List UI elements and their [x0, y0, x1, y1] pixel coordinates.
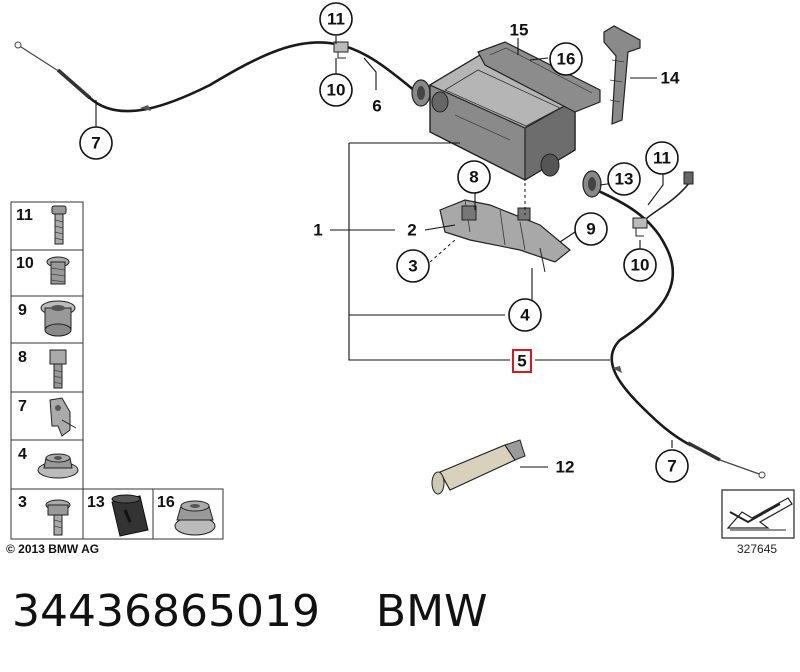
cable-holder-right — [632, 217, 648, 237]
svg-text:10: 10 — [327, 81, 346, 100]
grid-cell-11 — [10, 201, 84, 251]
svg-text:7: 7 — [91, 134, 100, 153]
diagram-nav-arrow-icon[interactable] — [721, 489, 795, 539]
diagram-number: 327645 — [737, 542, 778, 556]
part-11-bolt-icon — [51, 205, 67, 245]
part-number-caption: 34436865019 BMW — [12, 586, 488, 637]
callout-12: 12 — [556, 458, 575, 477]
part-7-clip-icon — [49, 397, 77, 437]
svg-text:3: 3 — [18, 494, 27, 511]
parts-grid: 11 10 9 8 7 4 3 13 16 — [10, 201, 224, 540]
cable-grommet-left — [411, 79, 431, 107]
cable-holder-top — [333, 41, 349, 59]
callout-16-top: 16 — [549, 42, 583, 76]
svg-text:13: 13 — [87, 494, 105, 511]
svg-text:13: 13 — [615, 170, 634, 189]
cable-left — [14, 41, 422, 113]
svg-text:11: 11 — [327, 10, 345, 29]
callout-7-left: 7 — [79, 126, 113, 160]
copyright-text: © 2013 BMW AG — [6, 542, 100, 556]
svg-text:7: 7 — [667, 457, 676, 476]
callout-11-right: 11 — [645, 141, 679, 175]
svg-text:8: 8 — [469, 168, 478, 187]
grease-tube-part-12 — [431, 439, 526, 495]
svg-text:16: 16 — [157, 494, 175, 511]
part-10-insert-icon — [46, 256, 70, 285]
svg-text:4: 4 — [18, 446, 27, 463]
svg-text:10: 10 — [16, 255, 34, 272]
callout-6: 6 — [372, 97, 381, 116]
callout-3-diagram: 3 — [396, 249, 430, 283]
svg-text:7: 7 — [18, 398, 27, 415]
parts-diagram: 11 10 6 15 16 14 7 8 11 13 1 2 9 3 10 4 … — [10, 2, 795, 540]
callout-10-top: 10 — [319, 73, 353, 107]
part-4-nut-icon — [37, 453, 79, 479]
callout-7-right: 7 — [655, 449, 689, 483]
svg-text:11: 11 — [653, 149, 671, 168]
part-16-flange-nut-icon — [174, 500, 216, 536]
callout-9-diagram: 9 — [574, 212, 608, 246]
mounting-bracket-part-2 — [439, 199, 571, 273]
svg-text:11: 11 — [16, 207, 33, 224]
svg-text:8: 8 — [18, 349, 27, 366]
grid-cell-10 — [10, 249, 84, 297]
svg-text:4: 4 — [520, 306, 530, 325]
callout-8: 8 — [457, 160, 491, 194]
callout-1: 1 — [313, 221, 322, 240]
bracket-part-14 — [603, 25, 641, 125]
callout-13: 13 — [607, 162, 641, 196]
part-3-screw-icon — [45, 499, 71, 536]
svg-text:16: 16 — [557, 50, 576, 69]
cable-right — [583, 171, 766, 479]
callout-14: 14 — [661, 69, 680, 88]
callout-2: 2 — [407, 221, 416, 240]
callout-15: 15 — [510, 21, 529, 40]
callout-4-diagram: 4 — [508, 298, 542, 332]
callout-10-right: 10 — [623, 248, 657, 282]
svg-text:9: 9 — [18, 302, 27, 319]
callout-5-highlighted[interactable]: 5 — [512, 349, 532, 373]
grid-cell-8 — [10, 342, 84, 393]
svg-text:5: 5 — [517, 352, 526, 371]
cover-part-15 — [477, 41, 601, 113]
grid-cell-7 — [10, 391, 84, 441]
svg-text:9: 9 — [586, 220, 595, 239]
part-13-sleeve-icon — [111, 494, 149, 537]
svg-text:10: 10 — [631, 256, 650, 275]
part-8-stud-icon — [49, 349, 67, 389]
part-9-bushing-icon — [40, 300, 76, 337]
callout-11-top: 11 — [319, 2, 353, 36]
svg-text:3: 3 — [408, 257, 417, 276]
cable-grommet-right — [582, 170, 602, 198]
